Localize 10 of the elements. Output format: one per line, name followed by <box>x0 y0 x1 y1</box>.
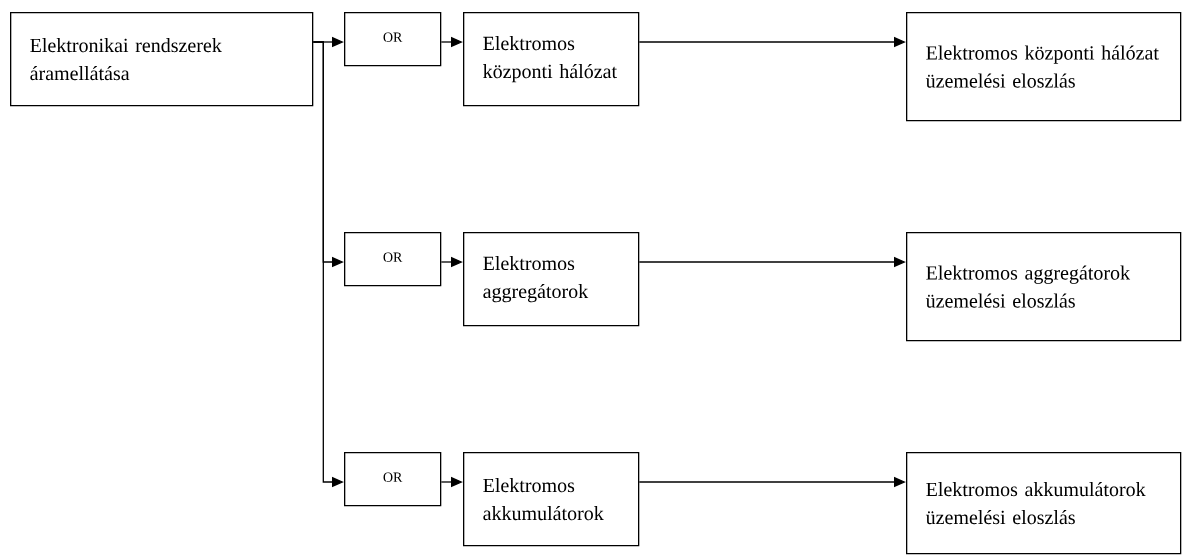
process-box: Elektromos központi hálózat <box>463 12 640 107</box>
process-box: Elektromos akkumulátorok üzemelési eloszlás <box>906 452 1182 555</box>
process-box: Elektronikai rendszerek áramellátása <box>10 12 314 107</box>
or-gate-box: OR <box>344 12 442 67</box>
or-gate-box: OR <box>344 452 442 507</box>
or-gate-box: OR <box>344 232 442 287</box>
process-box: Elektromos akkumulátorok <box>463 452 640 547</box>
process-box: Elektromos aggregátorok üzemelési eloszlás <box>906 232 1182 342</box>
process-box: Elektromos központi hálózat üzemelési eloszlás <box>906 12 1182 122</box>
process-box: Elektromos aggregátorok <box>463 232 640 327</box>
